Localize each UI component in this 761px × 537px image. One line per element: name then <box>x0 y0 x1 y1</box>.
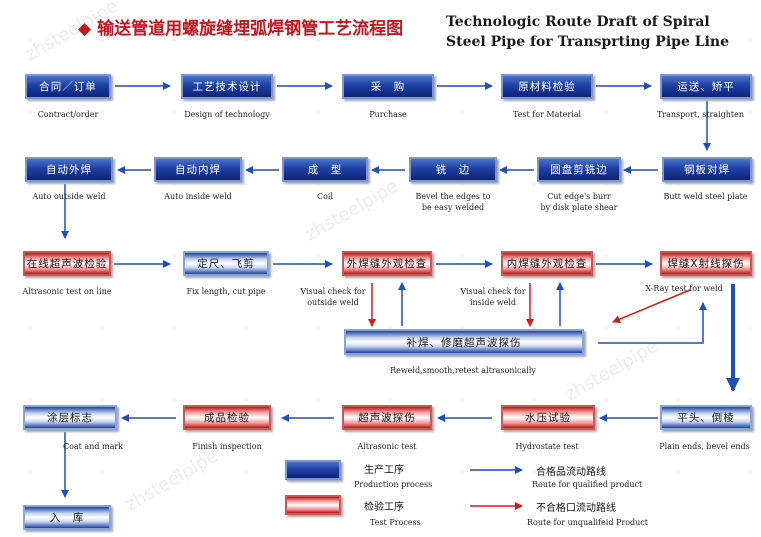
step-cut-edge: 圆盘剪铣边 <box>537 157 621 182</box>
step-store: 入 库 <box>23 505 111 530</box>
caption-cut-edge: Cut edge's burr by disk plate shear <box>524 191 634 213</box>
caption-coat-mark: Coat and mark <box>62 442 124 451</box>
step-transport: 运送、矫平 <box>660 74 752 99</box>
caption-material-test: Test for Material <box>512 110 582 119</box>
arrow-reweld-to-xray <box>598 302 707 344</box>
step-visual-inside: 内焊缝外观检查 <box>501 251 593 276</box>
caption-ultrasonic-test: Altrasonic test <box>357 442 417 451</box>
caption-fix-length: Fix length, cut pipe <box>186 287 266 296</box>
step-ultrasonic-online: 在线超声波检验 <box>23 251 111 276</box>
caption-purchase: Purchase <box>369 110 407 119</box>
diamond-icon: ◆ <box>78 19 92 39</box>
step-material-test: 原材料检验 <box>501 74 593 99</box>
caption-visual-outside-line1: Visual check for <box>300 287 366 296</box>
caption-visual-inside-line2: inside weld <box>469 298 517 307</box>
legend-test-en: Test Process <box>370 518 421 527</box>
title-chinese: ◆输送管道用螺旋缝埋弧焊钢管工艺流程图 <box>78 14 403 39</box>
caption-coil: Coil <box>316 192 334 201</box>
caption-reweld: Reweld,smooth,retest altrasonically <box>390 366 536 375</box>
step-xray: 焊缝X射线探伤 <box>660 251 752 276</box>
caption-hydrostate: Hydrostate test <box>515 442 579 451</box>
step-coat-mark: 涂层标志 <box>23 405 117 430</box>
legend-production-label: 生产工序 <box>364 465 404 476</box>
step-purchase: 采 购 <box>342 74 434 99</box>
legend-qualified-en: Route for qualified product <box>532 480 643 489</box>
arrow-xray-to-reweld <box>612 289 691 324</box>
caption-xray: X-Ray test for weld <box>645 284 723 293</box>
legend-unqualified-label: 不合格口流动路线 <box>536 503 616 514</box>
step-design: 工艺技术设计 <box>181 74 273 99</box>
step-visual-outside: 外焊缝外观检查 <box>342 251 432 276</box>
step-bevel: 铣 边 <box>409 157 497 182</box>
step-auto-inside: 自动内焊 <box>154 157 242 182</box>
caption-design: Design of technology <box>184 110 270 119</box>
caption-bevel-line1: Bevel the edges to <box>415 192 491 201</box>
legend-unqualified-en: Route for unqualifeid Product <box>527 518 649 527</box>
caption-cut-edge-line1: Cut edge's burr <box>547 192 611 201</box>
step-ultrasonic-test: 超声波探伤 <box>342 405 432 430</box>
caption-ultrasonic-online: Altrasonic test on line <box>22 287 112 296</box>
caption-bevel-line2: be easy welded <box>421 203 485 212</box>
caption-auto-outside: Auto outside weld <box>32 192 106 201</box>
caption-visual-inside: Visual check for inside weld <box>448 286 538 308</box>
caption-butt-weld: Butt weld steel plate <box>663 192 748 201</box>
step-auto-outside: 自动外焊 <box>25 157 113 182</box>
caption-contract: Contract/order <box>37 110 99 119</box>
step-butt-weld: 钢板对焊 <box>662 157 752 182</box>
caption-bevel: Bevel the edges to be easy welded <box>398 191 508 213</box>
title-english: Technologic Route Draft of Spiral Steel … <box>446 14 729 50</box>
legend-production-swatch <box>285 460 341 480</box>
legend-qualified-label: 合格品流动路线 <box>536 467 606 478</box>
step-plain-ends: 平头、倒棱 <box>660 405 752 430</box>
caption-visual-outside: Visual check for outside weld <box>288 286 378 308</box>
caption-cut-edge-line2: by disk plate shear <box>540 203 618 212</box>
caption-finish-inspection: Finish inspection <box>192 442 262 451</box>
step-contract: 合同／订单 <box>25 74 111 99</box>
step-hydrostate: 水压试验 <box>501 405 595 430</box>
step-fix-length: 定尺、飞剪 <box>183 251 269 276</box>
legend-test-swatch <box>285 495 341 515</box>
step-coil: 成 型 <box>282 157 368 182</box>
legend-test-label: 检验工序 <box>364 502 404 513</box>
step-reweld: 补焊、修磨超声波探伤 <box>344 329 584 355</box>
caption-transport: Transport, straighten <box>656 110 745 119</box>
title-chinese-text: 输送管道用螺旋缝埋弧焊钢管工艺流程图 <box>97 19 404 39</box>
caption-visual-inside-line1: Visual check for <box>460 287 526 296</box>
step-finish-inspection: 成品检验 <box>183 405 271 430</box>
caption-auto-inside: Auto inside weld <box>164 192 232 201</box>
caption-plain-ends: Plain ends, bevel ends <box>659 442 750 451</box>
caption-visual-outside-line2: outside weld <box>307 298 359 307</box>
legend-production-en: Production process <box>354 480 433 489</box>
